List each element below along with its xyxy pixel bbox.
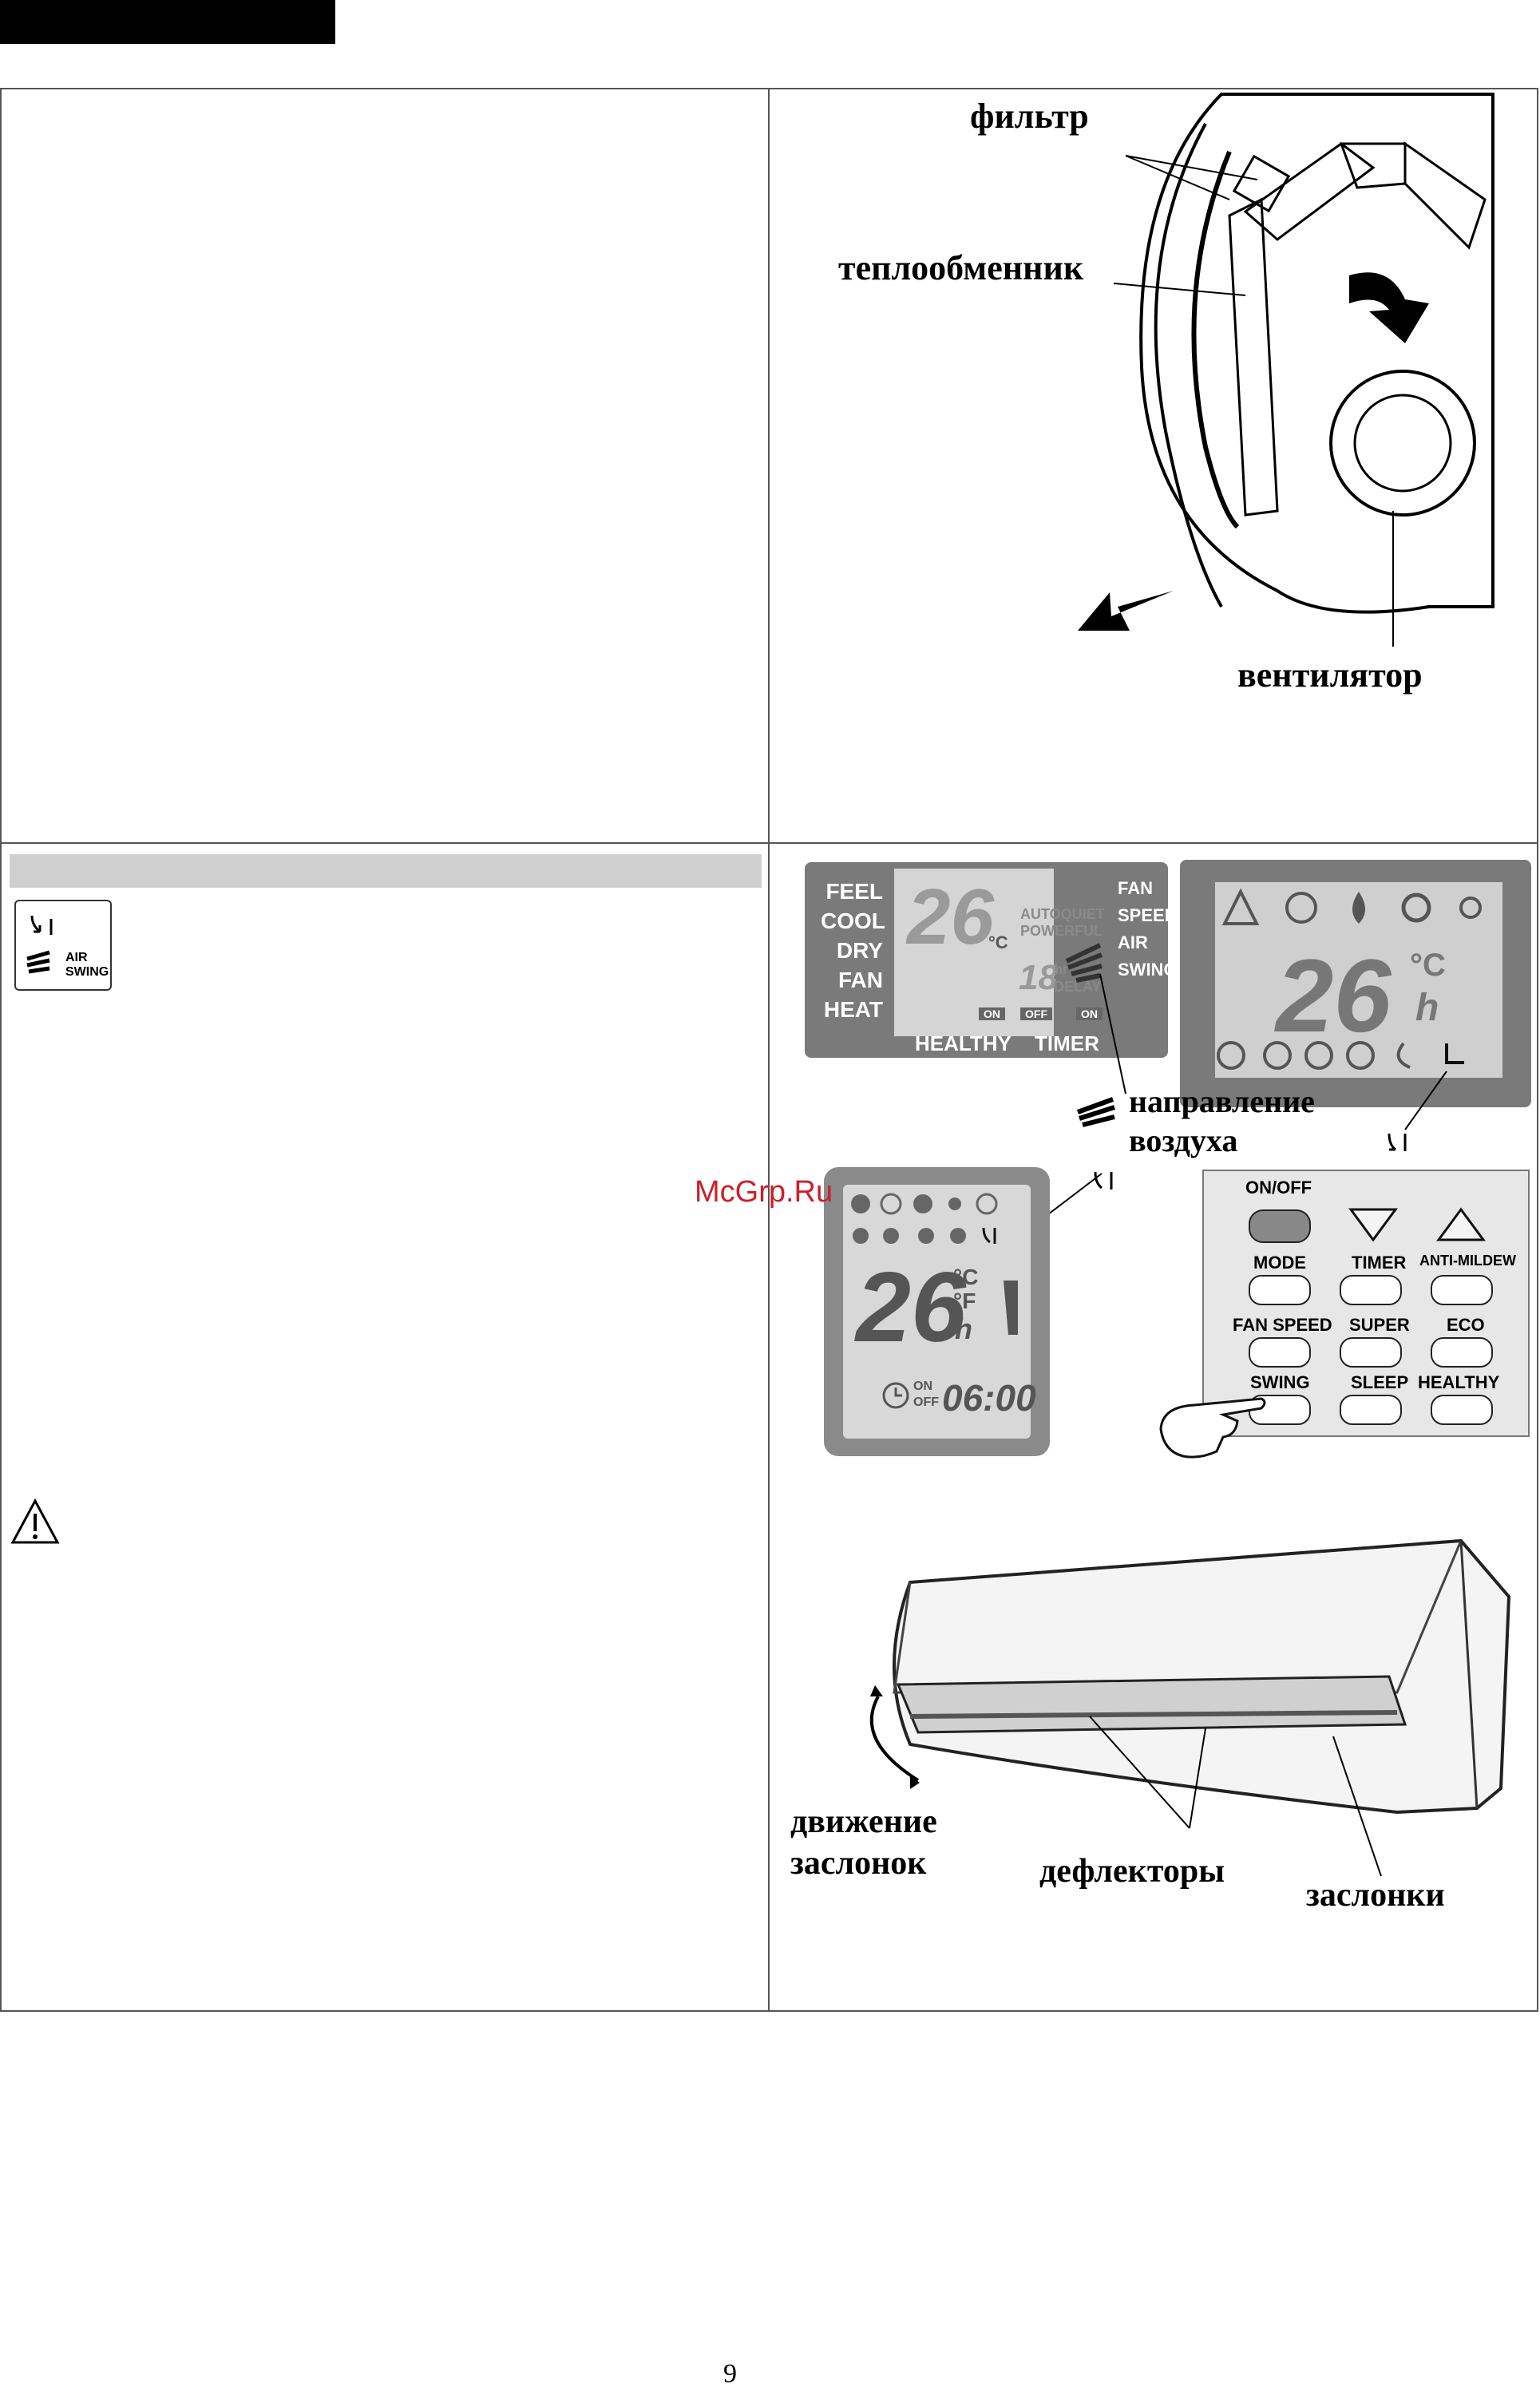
- watermark: McGrp.Ru: [695, 1175, 833, 1209]
- powerful-label: POWERFUL: [1020, 923, 1103, 939]
- mode-heat: HEAT: [823, 997, 883, 1022]
- temp-up-button[interactable]: [1436, 1207, 1486, 1243]
- display-a-unit: °C: [988, 932, 1008, 952]
- air-swing-line2: SWING: [1118, 960, 1178, 980]
- temp-down-button[interactable]: [1348, 1208, 1398, 1243]
- mode-fan: FAN: [838, 968, 883, 992]
- healthy-label: HEALTHY: [915, 1031, 1011, 1055]
- timer-label: TIMER: [1035, 1031, 1099, 1055]
- mode-button[interactable]: [1249, 1275, 1311, 1305]
- air-direction-label-1: направление: [1129, 1083, 1315, 1119]
- display-c-temperature: 26: [856, 1253, 966, 1363]
- super-button[interactable]: [1340, 1337, 1402, 1368]
- air-direction-label-2: воздуха: [1129, 1122, 1238, 1158]
- anti-mildew-button[interactable]: [1431, 1275, 1493, 1305]
- display-b-mode-icons: [1221, 888, 1482, 925]
- flaps-label: заслонки: [1306, 1877, 1445, 1914]
- eco-label: ECO: [1447, 1315, 1485, 1335]
- display-c-time: 06:00: [942, 1377, 1036, 1419]
- table-column-divider: [768, 88, 770, 2012]
- air-swing-icon-line2: SWING: [65, 965, 109, 979]
- eco-button[interactable]: [1431, 1337, 1493, 1368]
- sleep-label: SLEEP: [1351, 1372, 1409, 1392]
- clock-icon: [882, 1382, 909, 1409]
- mode-dry: DRY: [836, 938, 883, 963]
- on-indicator: ON: [979, 1007, 1005, 1020]
- warning-triangle-icon: [10, 1498, 60, 1544]
- display-c-off: OFF: [913, 1395, 939, 1409]
- on2-indicator: ON: [1076, 1007, 1103, 1020]
- swing-arrow-icon: [26, 915, 53, 974]
- remote-display-a: FEEL COOL DRY FAN HEAT 26 °C AUTOQUIET P…: [805, 862, 1178, 1058]
- super-label: SUPER: [1349, 1315, 1410, 1335]
- air-swing-lcd-icon: [1065, 943, 1103, 983]
- air-swing-icon-line1: AIR: [65, 951, 88, 964]
- fan-label: вентилятор: [1237, 655, 1423, 695]
- display-a-temperature: 26: [907, 873, 995, 960]
- display-b-temperature: 26: [1276, 937, 1392, 1054]
- fan-speed-line1: FAN: [1118, 878, 1153, 898]
- display-c-mode-icons: [851, 1193, 998, 1244]
- display-c-celsius: °C: [953, 1265, 979, 1289]
- display-c-hour: h: [955, 1312, 972, 1345]
- display-b-fan-icons: [1217, 1041, 1464, 1070]
- display-c-on: ON: [913, 1380, 932, 1393]
- page-number: 9: [723, 2359, 737, 2389]
- healthy-button-label: HEALTHY: [1418, 1372, 1500, 1392]
- deflectors-label: дефлекторы: [1039, 1853, 1225, 1890]
- onoff-label: ON/OFF: [1245, 1178, 1312, 1197]
- display-a-timer-value: 18: [1019, 958, 1058, 997]
- sleep-button[interactable]: [1340, 1395, 1402, 1425]
- timer-button[interactable]: [1340, 1275, 1402, 1305]
- section-heading-band: [10, 854, 762, 888]
- flap-motion-label-1: движение: [790, 1803, 937, 1840]
- display-b-hour: h: [1415, 987, 1439, 1029]
- heat-exchanger-label: теплообменник: [838, 248, 1084, 287]
- fan-speed-label: FAN SPEED: [1233, 1315, 1332, 1335]
- delay-label: DELAY: [1054, 979, 1102, 995]
- air-swing-line1: AIR: [1118, 932, 1148, 952]
- hr-label: hr: [1054, 961, 1068, 977]
- display-b-unit: °C: [1410, 948, 1446, 983]
- fan-speed-button[interactable]: [1249, 1337, 1311, 1368]
- mode-cool: COOL: [821, 909, 885, 933]
- pointing-hand-icon: [1159, 1397, 1266, 1459]
- healthy-button[interactable]: [1431, 1395, 1493, 1425]
- remote-display-c: 26 °C °F h ON OFF 06:00: [824, 1167, 1050, 1456]
- mode-feel: FEEL: [825, 879, 883, 904]
- anti-mildew-label: ANTI-MILDEW: [1419, 1253, 1516, 1269]
- header-black-bar: [0, 0, 335, 44]
- autoquiet-label: AUTOQUIET: [1020, 906, 1105, 922]
- timer-button-label: TIMER: [1352, 1253, 1407, 1273]
- filter-label: фильтр: [970, 97, 1089, 136]
- flap-motion-label-2: заслонок: [790, 1845, 927, 1882]
- signal-bars-icon: [1004, 1281, 1018, 1335]
- remote-button-panel: ON/OFF MODE TIMER ANTI-MILDEW FAN SPEED …: [1202, 1170, 1530, 1437]
- air-direction-icon: [1076, 1097, 1115, 1127]
- air-swing-icon-box: AIR SWING: [14, 900, 112, 991]
- swing-label: SWING: [1250, 1372, 1310, 1392]
- display-c-fahrenheit: °F: [953, 1289, 976, 1313]
- onoff-button[interactable]: [1249, 1209, 1311, 1243]
- mode-label: MODE: [1253, 1253, 1306, 1273]
- fan-speed-line2: SPEED: [1118, 905, 1178, 925]
- off-indicator: OFF: [1020, 1007, 1052, 1020]
- remote-display-b: 26 °C h: [1180, 860, 1531, 1107]
